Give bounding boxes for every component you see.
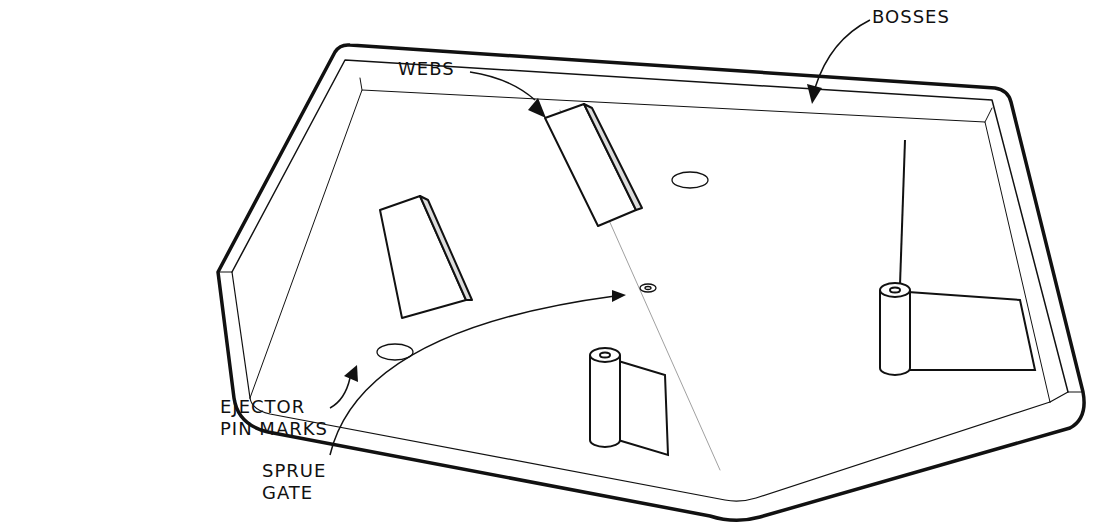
arrowhead — [344, 365, 358, 382]
webs — [380, 104, 642, 318]
sprue-gate-mark — [640, 284, 656, 292]
boss-left-rib — [615, 360, 668, 455]
leader-line — [330, 296, 615, 455]
tray-floor-edge — [250, 78, 1050, 402]
boss-right-top — [880, 283, 910, 297]
tray-outline — [218, 45, 1084, 520]
part-label: WEBS — [398, 58, 488, 80]
part-label: SPRUE GATE — [262, 460, 342, 504]
tray-body — [218, 45, 1084, 520]
boss-left-top — [590, 348, 620, 362]
arrowheads — [344, 84, 822, 382]
arrowhead — [528, 98, 546, 118]
part-label: BOSSES — [872, 6, 982, 28]
web-right — [545, 104, 636, 226]
arrowhead — [612, 290, 626, 302]
boss-left — [590, 355, 620, 447]
part-label: EJECTOR PIN MARKS — [220, 396, 332, 440]
arrowhead — [807, 84, 822, 104]
ejector-mark — [672, 172, 708, 188]
leader-lines — [330, 20, 870, 455]
boss-right-hole — [890, 288, 900, 293]
web-right-side — [584, 104, 642, 210]
leader-line — [815, 20, 870, 88]
boss-right-rib-back — [900, 140, 905, 285]
leader-line — [470, 72, 535, 100]
marks — [377, 172, 708, 360]
bosses — [590, 140, 1035, 455]
left-wall-face — [218, 272, 250, 398]
leader-line — [330, 378, 350, 408]
boss-right — [880, 290, 910, 375]
right-wall-face — [1050, 392, 1083, 402]
web-left-side — [420, 196, 472, 300]
boss-right-rib — [908, 292, 1035, 370]
boss-left-hole — [600, 353, 610, 358]
sprue-gate-mark — [645, 287, 651, 290]
tray-inner-rim — [232, 60, 1068, 392]
